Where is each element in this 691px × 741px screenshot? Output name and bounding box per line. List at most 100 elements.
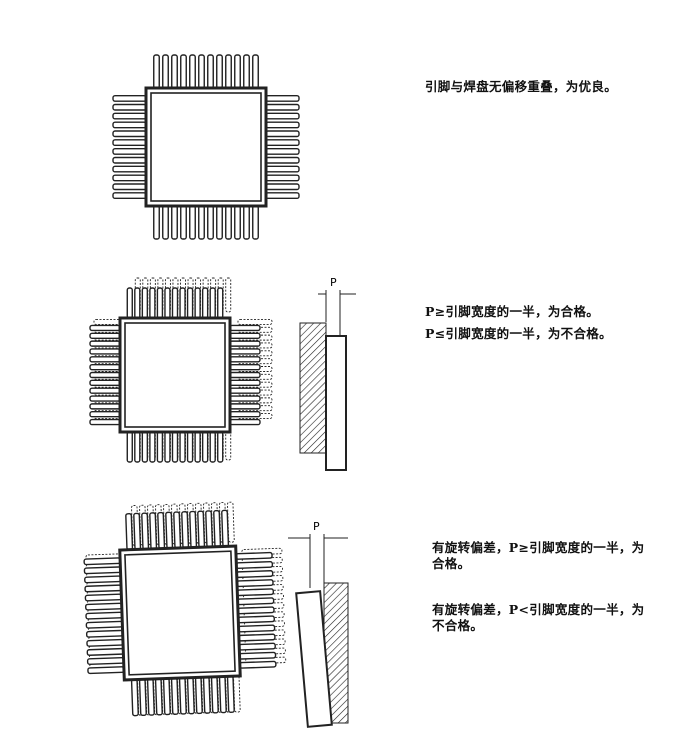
lead	[229, 411, 261, 418]
chip-rotated	[83, 501, 287, 717]
lead	[229, 348, 261, 355]
lead	[141, 512, 150, 550]
lead	[229, 395, 261, 402]
lead	[209, 431, 216, 463]
lead	[84, 593, 123, 602]
lead	[83, 557, 121, 566]
lead	[162, 677, 171, 716]
caption-offset-pass: P≥引脚宽度的一半，为合格。	[425, 304, 600, 319]
caption-ideal: 引脚与焊盘无偏移重叠，为优良。	[425, 79, 618, 94]
lead	[85, 629, 124, 638]
lead	[181, 511, 190, 549]
lead	[84, 584, 122, 593]
lead	[189, 54, 196, 89]
lead	[218, 675, 227, 714]
lead	[243, 205, 250, 240]
lead	[89, 371, 121, 379]
lead	[265, 147, 300, 155]
chip-ideal	[112, 54, 300, 240]
lead	[186, 676, 195, 715]
lead	[126, 287, 133, 319]
lead	[238, 642, 276, 651]
lead	[198, 205, 205, 240]
lead	[171, 287, 179, 319]
lead	[229, 356, 261, 363]
lead	[149, 287, 156, 319]
lead	[112, 139, 147, 147]
lead	[112, 147, 147, 155]
lead-rotated-section: P	[288, 520, 349, 728]
lead	[186, 287, 194, 319]
lead	[170, 677, 179, 715]
lead	[225, 54, 232, 89]
lead	[236, 588, 275, 597]
lead	[207, 205, 214, 240]
lead	[225, 205, 232, 240]
lead	[237, 624, 276, 633]
lead	[86, 638, 124, 647]
lead	[87, 666, 125, 675]
lead	[164, 431, 171, 463]
lead	[112, 112, 147, 120]
lead	[89, 403, 121, 410]
lead	[112, 94, 147, 102]
chip-body-inner	[124, 550, 236, 676]
lead	[216, 205, 223, 240]
lead	[265, 112, 300, 120]
lead	[84, 575, 122, 584]
lead	[134, 287, 141, 319]
lead	[229, 363, 261, 371]
lead	[209, 287, 216, 319]
lead	[86, 657, 125, 666]
lead	[243, 54, 250, 89]
lead	[265, 121, 300, 129]
lead	[265, 103, 300, 111]
lead	[126, 431, 133, 463]
lead	[236, 579, 274, 588]
lead	[89, 411, 121, 418]
caption-offset-fail: P≤引脚宽度的一半，为不合格。	[425, 326, 612, 341]
lead	[229, 387, 261, 394]
lead	[235, 560, 274, 569]
lead	[130, 678, 139, 717]
lead	[112, 165, 147, 173]
lead	[171, 431, 179, 463]
lead	[125, 513, 134, 551]
lead	[156, 287, 164, 319]
lead	[85, 602, 123, 611]
lead	[226, 675, 235, 713]
lead	[141, 287, 149, 319]
lead-section	[325, 335, 347, 471]
lead	[141, 431, 149, 463]
lead	[85, 611, 123, 620]
lead-section-tilted	[295, 590, 333, 728]
lead	[194, 431, 201, 463]
lead	[165, 511, 174, 550]
chip-body-inner	[124, 322, 226, 428]
lead	[186, 431, 194, 463]
lead	[157, 511, 166, 550]
lead	[149, 512, 158, 550]
lead	[229, 379, 261, 387]
lead	[213, 509, 222, 548]
lead	[216, 54, 223, 89]
lead	[265, 183, 300, 191]
lead	[237, 615, 275, 624]
lead	[85, 620, 124, 629]
lead	[112, 156, 147, 164]
caption-rotated-fail: 有旋转偏差，P<引脚宽度的一半，为不合格。	[432, 602, 645, 633]
lead	[146, 678, 155, 716]
lead	[235, 551, 273, 560]
lead	[265, 94, 300, 102]
lead	[207, 54, 214, 89]
lead	[265, 130, 300, 138]
lead	[265, 174, 300, 182]
caption-rotated-pass: 有旋转偏差，P≥引脚宽度的一半，为合格。	[432, 540, 645, 571]
lead	[198, 54, 205, 89]
lead	[133, 512, 142, 551]
lead	[162, 205, 169, 240]
lead	[234, 54, 241, 89]
lead	[89, 387, 121, 394]
lead	[237, 606, 275, 615]
lead	[89, 395, 121, 402]
